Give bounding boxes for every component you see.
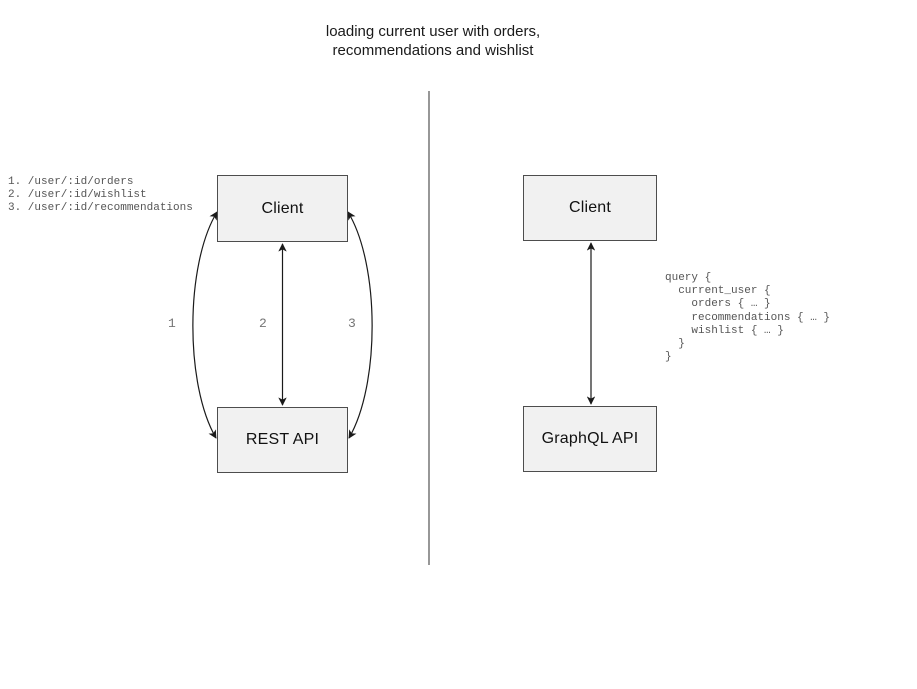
rest-client-box: Client [217, 175, 348, 242]
rest-arrow-1-curve [192, 211, 218, 439]
code-line: } [665, 351, 672, 364]
code-line: query { [665, 272, 712, 284]
graphql-query-snippet: query { current_user { orders { … } reco… [665, 272, 830, 364]
code-line: recommendations { … } [665, 311, 831, 324]
graphql-api-label: GraphQL API [541, 430, 639, 447]
title-line-2: recommendations and wishlist [332, 42, 534, 59]
code-line: } [665, 338, 685, 351]
graphql-client-box: Client [523, 175, 657, 241]
rest-arrow-1-label: 1 [168, 316, 176, 331]
code-line: 3. /user/:id/recommendations [8, 202, 193, 215]
rest-client-label: Client [261, 199, 304, 217]
graphql-api-box: GraphQL API [523, 406, 657, 472]
code-line: wishlist { … } [665, 324, 784, 337]
code-line: 2. /user/:id/wishlist [8, 189, 147, 202]
code-line: current_user { [665, 285, 771, 298]
rest-arrow-3-label: 3 [348, 316, 356, 331]
rest-api-box: REST API [217, 407, 348, 473]
rest-arrow-2-label: 2 [259, 316, 267, 331]
graphql-client-label: Client [568, 199, 612, 216]
code-line: 1. /user/:id/orders [8, 176, 134, 188]
title-line-1: loading current user with orders, [325, 23, 541, 40]
diagram-title: loading current user with orders, recomm… [326, 22, 540, 60]
rest-api-label: REST API [245, 431, 320, 448]
code-line: orders { … } [665, 298, 771, 311]
